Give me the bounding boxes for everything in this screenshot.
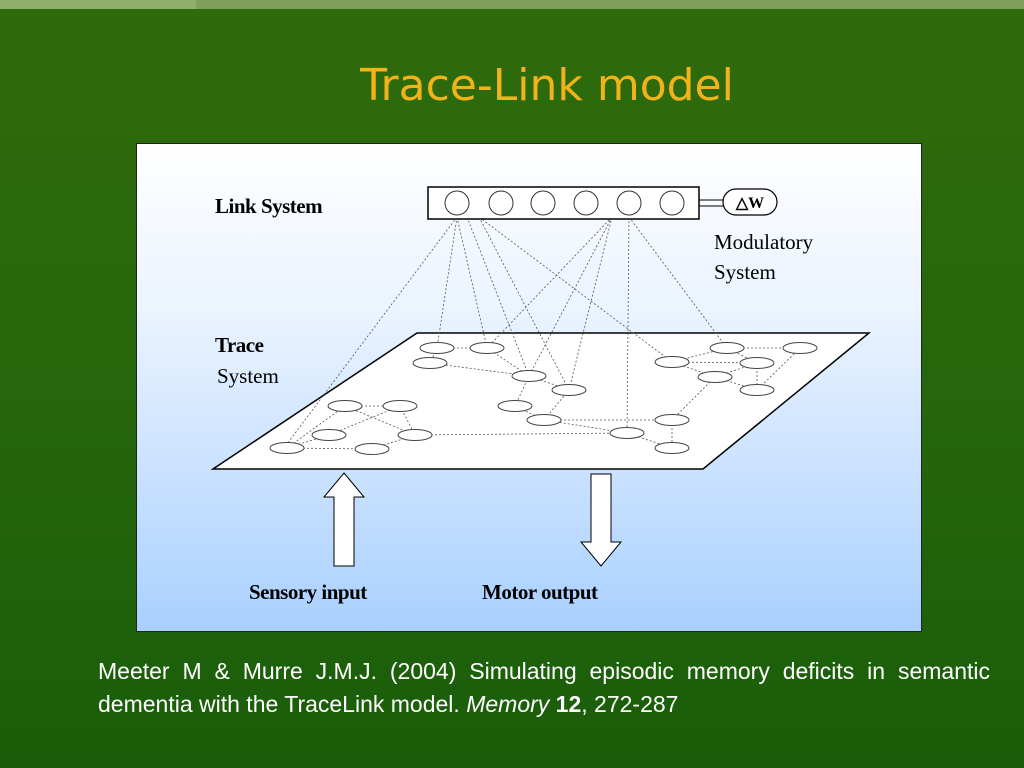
top-bar-accent — [0, 0, 196, 9]
trace-node — [327, 400, 363, 412]
trace-node — [311, 429, 347, 441]
trace-node — [511, 370, 547, 382]
citation-pages: , 272-287 — [581, 691, 679, 717]
trace-system-label-line1: Trace — [215, 333, 264, 357]
link-node — [659, 190, 685, 216]
link-system-label: Link System — [215, 194, 323, 218]
trace-node — [354, 443, 390, 455]
link-to-trace-connections — [286, 216, 728, 445]
trace-link-diagram: △W — [210, 186, 872, 567]
link-node — [573, 190, 599, 216]
trace-node — [551, 384, 587, 396]
delta-w-text: △W — [735, 195, 764, 212]
trace-node — [709, 342, 745, 354]
link-node — [488, 190, 514, 216]
trace-system-label-line2: System — [217, 364, 279, 388]
sensory-input-arrow — [322, 472, 366, 567]
link-node — [616, 190, 642, 216]
slide-title: Trace-Link model — [360, 60, 734, 111]
citation-volume: 12 — [555, 691, 582, 717]
trace-system-plane — [210, 332, 872, 470]
trace-node — [782, 342, 818, 354]
trace-node — [739, 384, 775, 396]
trace-node — [419, 342, 455, 354]
citation-text: Meeter M & Murre J.M.J. (2004) Simulatin… — [98, 658, 990, 717]
trace-node — [412, 357, 448, 369]
motor-output-label: Motor output — [482, 580, 598, 604]
trace-node — [697, 371, 733, 383]
link-system-bar — [427, 186, 700, 220]
top-bar — [0, 0, 1024, 9]
trace-node — [269, 442, 305, 454]
trace-node — [609, 427, 645, 439]
trace-node — [526, 414, 562, 426]
sensory-input-label: Sensory input — [249, 580, 367, 604]
trace-node — [469, 342, 505, 354]
link-node — [530, 190, 556, 216]
link-nodes — [444, 190, 685, 216]
trace-node — [382, 400, 418, 412]
modulatory-node — [722, 188, 778, 216]
trace-node — [654, 414, 690, 426]
modulatory-system-label-line2: System — [714, 260, 776, 284]
diagram-panel: △W Link System Modulatory System Trace S… — [136, 143, 922, 632]
trace-node — [739, 357, 775, 369]
trace-node — [497, 400, 533, 412]
modulatory-system-label-line1: Modulatory — [714, 230, 814, 254]
citation: Meeter M & Murre J.M.J. (2004) Simulatin… — [98, 655, 990, 721]
trace-node — [654, 356, 690, 368]
trace-nodes — [269, 342, 818, 455]
motor-output-arrow — [579, 473, 623, 567]
trace-node — [397, 429, 433, 441]
citation-journal: Memory — [466, 691, 550, 717]
link-node — [444, 190, 470, 216]
trace-node — [654, 442, 690, 454]
